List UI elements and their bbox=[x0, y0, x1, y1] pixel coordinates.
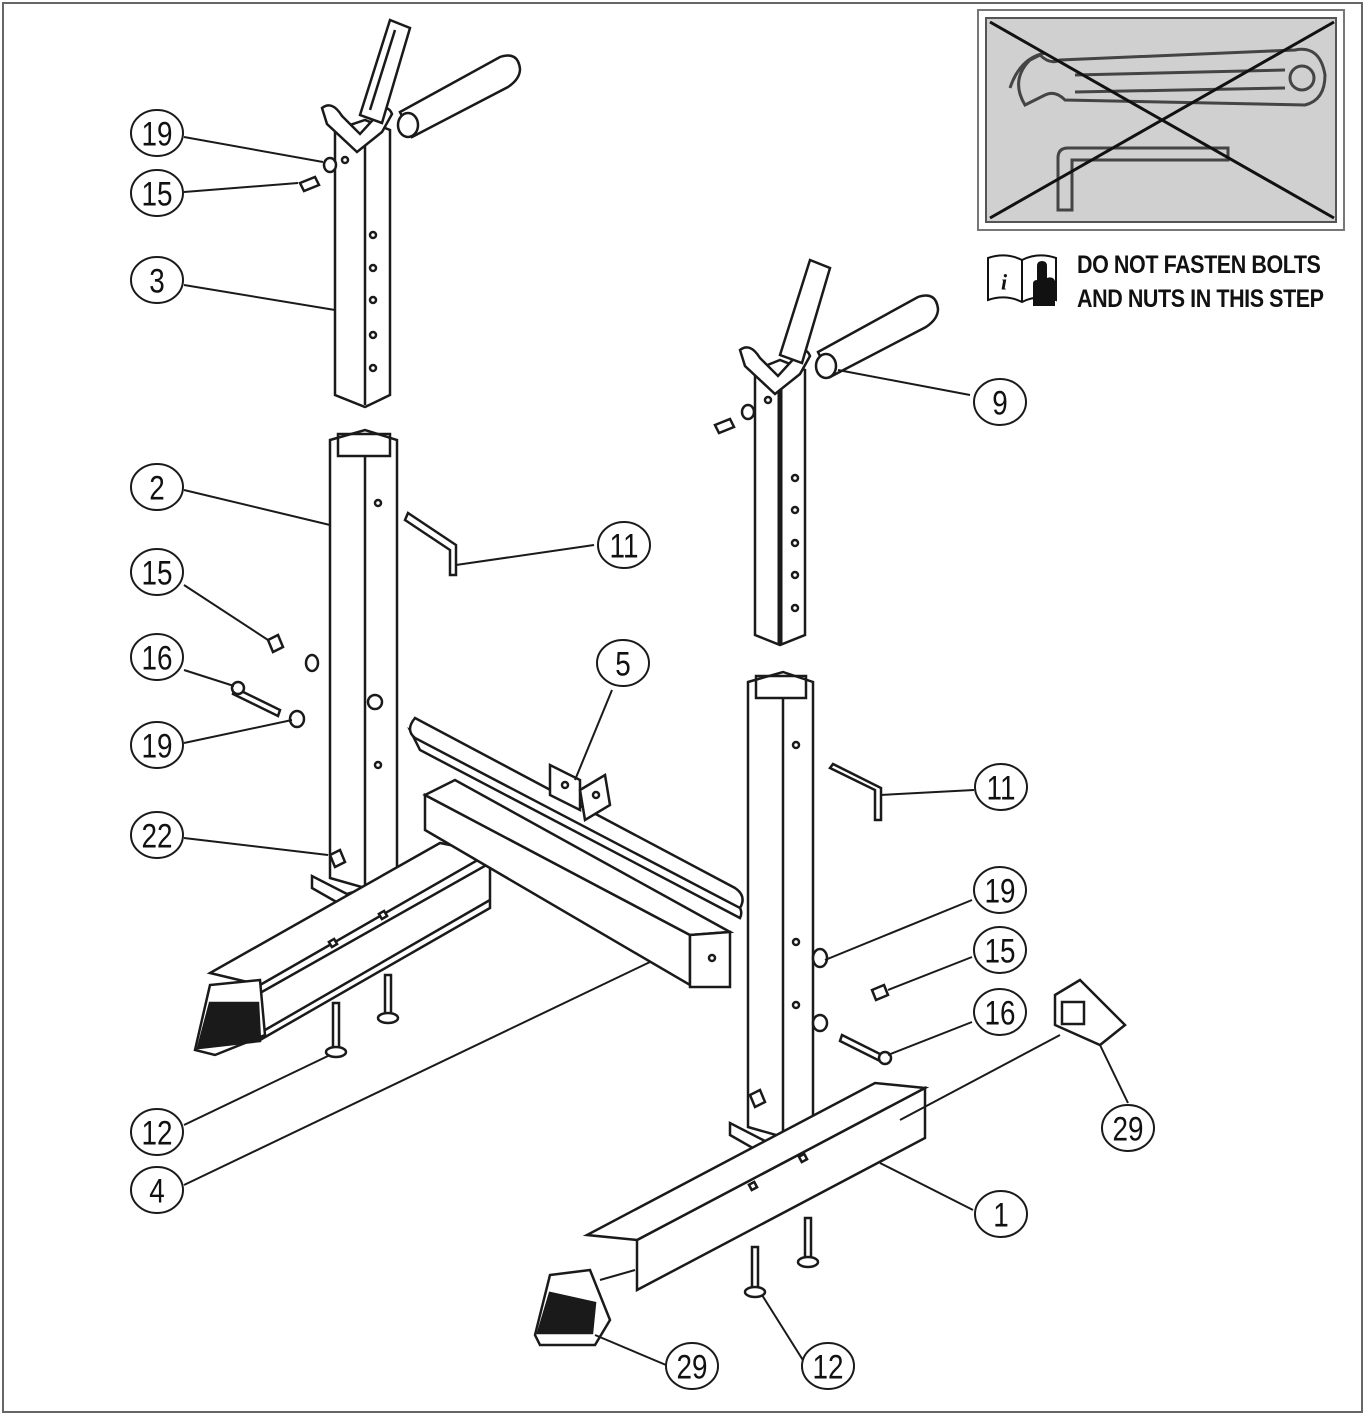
callout-circle bbox=[973, 926, 1027, 974]
callout-circle bbox=[665, 1342, 719, 1390]
callout-9: 9 bbox=[973, 378, 1027, 426]
callout-number: 29 bbox=[676, 1348, 707, 1386]
callout-number: 12 bbox=[141, 1114, 172, 1152]
callout-16-right: 16 bbox=[973, 988, 1027, 1036]
right-hardware bbox=[713, 403, 893, 1299]
callout-16-left: 16 bbox=[130, 633, 184, 681]
callout-3: 3 bbox=[130, 256, 184, 304]
assembly-notice: DO NOT FASTEN BOLTS AND NUTS IN THIS STE… bbox=[1077, 248, 1324, 316]
cross-beam-part-4 bbox=[422, 778, 735, 989]
left-upright-part-3 bbox=[320, 18, 522, 409]
callout-22: 22 bbox=[130, 811, 184, 859]
callout-circle bbox=[973, 988, 1027, 1036]
callout-15-right: 15 bbox=[973, 926, 1027, 974]
callout-15-top: 15 bbox=[130, 169, 184, 217]
callout-circle bbox=[130, 256, 184, 304]
callout-number: 29 bbox=[1112, 1110, 1143, 1148]
callout-number: 2 bbox=[149, 469, 165, 507]
callout-circle bbox=[130, 1108, 184, 1156]
callout-12-left: 12 bbox=[130, 1108, 184, 1156]
callout-number: 15 bbox=[141, 175, 172, 213]
notice-line-1: DO NOT FASTEN BOLTS bbox=[1077, 251, 1321, 279]
bar-holder-part-5 bbox=[407, 716, 744, 920]
callout-circle bbox=[130, 548, 184, 596]
callout-circle bbox=[974, 1190, 1028, 1238]
callout-number: 16 bbox=[984, 994, 1015, 1032]
callout-number: 1 bbox=[993, 1196, 1009, 1234]
callout-number: 19 bbox=[984, 872, 1015, 910]
callout-number: 15 bbox=[984, 932, 1015, 970]
callout-11-left: 11 bbox=[597, 521, 651, 569]
callout-number: 3 bbox=[149, 262, 165, 300]
callout-19-right: 19 bbox=[973, 866, 1027, 914]
svg-text:i: i bbox=[1001, 270, 1008, 295]
callout-4: 4 bbox=[130, 1166, 184, 1214]
callout-29-right: 29 bbox=[1101, 1104, 1155, 1152]
info-manual-hand-icon: i bbox=[987, 254, 1057, 306]
bottom-end-cap-part-29 bbox=[533, 1268, 612, 1347]
callout-circle bbox=[130, 463, 184, 511]
callout-2: 2 bbox=[130, 463, 184, 511]
callout-number: 19 bbox=[141, 115, 172, 153]
callout-5: 5 bbox=[596, 639, 650, 687]
callout-circle bbox=[130, 721, 184, 769]
callout-number: 22 bbox=[141, 817, 172, 855]
callout-circle bbox=[973, 866, 1027, 914]
callout-circle bbox=[1101, 1104, 1155, 1152]
callout-circle bbox=[801, 1342, 855, 1390]
right-end-cap-part-29 bbox=[1053, 978, 1127, 1047]
callout-12-bottom: 12 bbox=[801, 1342, 855, 1390]
callout-circle bbox=[974, 763, 1028, 811]
callout-number: 15 bbox=[141, 554, 172, 592]
right-foot-part-1 bbox=[582, 1081, 930, 1293]
callout-1: 1 bbox=[974, 1190, 1028, 1238]
callout-circle bbox=[597, 521, 651, 569]
notice-line-2: AND NUTS IN THIS STEP bbox=[1077, 285, 1324, 313]
callout-number: 11 bbox=[987, 769, 1016, 807]
leader-lines bbox=[183, 136, 1129, 1366]
callout-circle bbox=[130, 1166, 184, 1214]
callout-number: 16 bbox=[141, 639, 172, 677]
callout-11-right: 11 bbox=[974, 763, 1028, 811]
callout-29-bottom: 29 bbox=[665, 1342, 719, 1390]
callout-15-mid: 15 bbox=[130, 548, 184, 596]
left-foot-part-1 bbox=[193, 841, 494, 1057]
callout-circle bbox=[130, 811, 184, 859]
callout-circle bbox=[973, 378, 1027, 426]
callout-number: 4 bbox=[149, 1172, 165, 1210]
right-base-post-part-2 bbox=[728, 670, 832, 1157]
callout-19-mid: 19 bbox=[130, 721, 184, 769]
callout-circle bbox=[130, 169, 184, 217]
callout-19-top: 19 bbox=[130, 109, 184, 157]
callout-circle bbox=[130, 109, 184, 157]
no-tools-panel bbox=[977, 9, 1345, 231]
callout-number: 11 bbox=[610, 527, 639, 565]
callout-number: 9 bbox=[992, 384, 1008, 422]
callout-number: 19 bbox=[141, 727, 172, 765]
hex-key-icon bbox=[1056, 146, 1230, 212]
callout-circle bbox=[130, 633, 184, 681]
right-upright-part-3 bbox=[738, 258, 940, 647]
callout-number: 5 bbox=[615, 645, 631, 683]
callout-number: 12 bbox=[812, 1348, 843, 1386]
left-hardware bbox=[230, 156, 458, 1059]
callouts: 19 15 3 2 11 15 16 19 22 5 9 11 19 15 16 29 12 4 1 29 12 bbox=[130, 109, 1155, 1390]
cross-mark-icon bbox=[989, 20, 1335, 220]
left-base-post-part-2 bbox=[310, 428, 414, 910]
callout-circle bbox=[596, 639, 650, 687]
